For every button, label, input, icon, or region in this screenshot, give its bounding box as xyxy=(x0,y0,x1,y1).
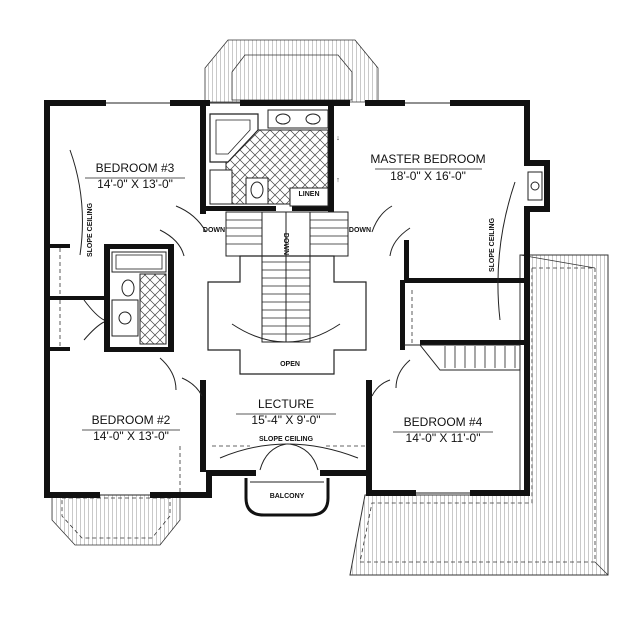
slope-arrows xyxy=(69,149,516,459)
linen-label: LINEN xyxy=(299,191,320,198)
balcony-label: BALCONY xyxy=(270,493,305,500)
hall-bath xyxy=(111,251,167,345)
arrow-down-icon: ↓ xyxy=(336,135,340,142)
bedroom3-size: 14'-0" X 13'-0" xyxy=(97,177,173,191)
slope-ceiling-lecture-label: SLOPE CEILING xyxy=(259,436,314,443)
master-bedroom-size: 18'-0" X 16'-0" xyxy=(390,169,466,183)
bedroom2-name: BEDROOM #2 xyxy=(92,413,171,427)
dashed-lines xyxy=(59,248,413,494)
open-well-outline xyxy=(207,255,367,375)
staircase xyxy=(225,211,349,343)
bedroom4-name: BEDROOM #4 xyxy=(404,415,483,429)
bedroom3-name: BEDROOM #3 xyxy=(96,161,175,175)
lecture-name: LECTURE xyxy=(258,397,314,411)
windows xyxy=(100,102,470,496)
roof-bottom-left-bay xyxy=(51,494,181,546)
exterior-walls xyxy=(44,100,550,498)
bedroom4-size: 14'-0" X 11'-0" xyxy=(406,431,481,445)
interior-walls xyxy=(50,106,524,472)
bedroom2-size: 14'-0" X 13'-0" xyxy=(93,429,169,443)
master-bedroom-name: MASTER BEDROOM xyxy=(370,152,485,166)
balcony xyxy=(244,478,330,517)
slope-ceiling-left-label: SLOPE CEILING xyxy=(87,202,94,257)
master-bath xyxy=(209,109,329,207)
bay-window-master xyxy=(404,344,521,371)
lecture-size: 15'-4" X 9'-0" xyxy=(251,413,320,427)
roof-top-bay xyxy=(204,39,379,103)
chimney xyxy=(527,171,543,201)
door-swings xyxy=(83,205,411,471)
open-label: OPEN xyxy=(280,361,300,368)
down-right-label: DOWN xyxy=(349,227,371,234)
arrow-up-icon: ↑ xyxy=(336,177,340,184)
down-center-label: DOWN xyxy=(282,233,289,255)
slope-ceiling-right-label: SLOPE CEILING xyxy=(489,217,496,272)
down-left-label: DOWN xyxy=(203,227,225,234)
